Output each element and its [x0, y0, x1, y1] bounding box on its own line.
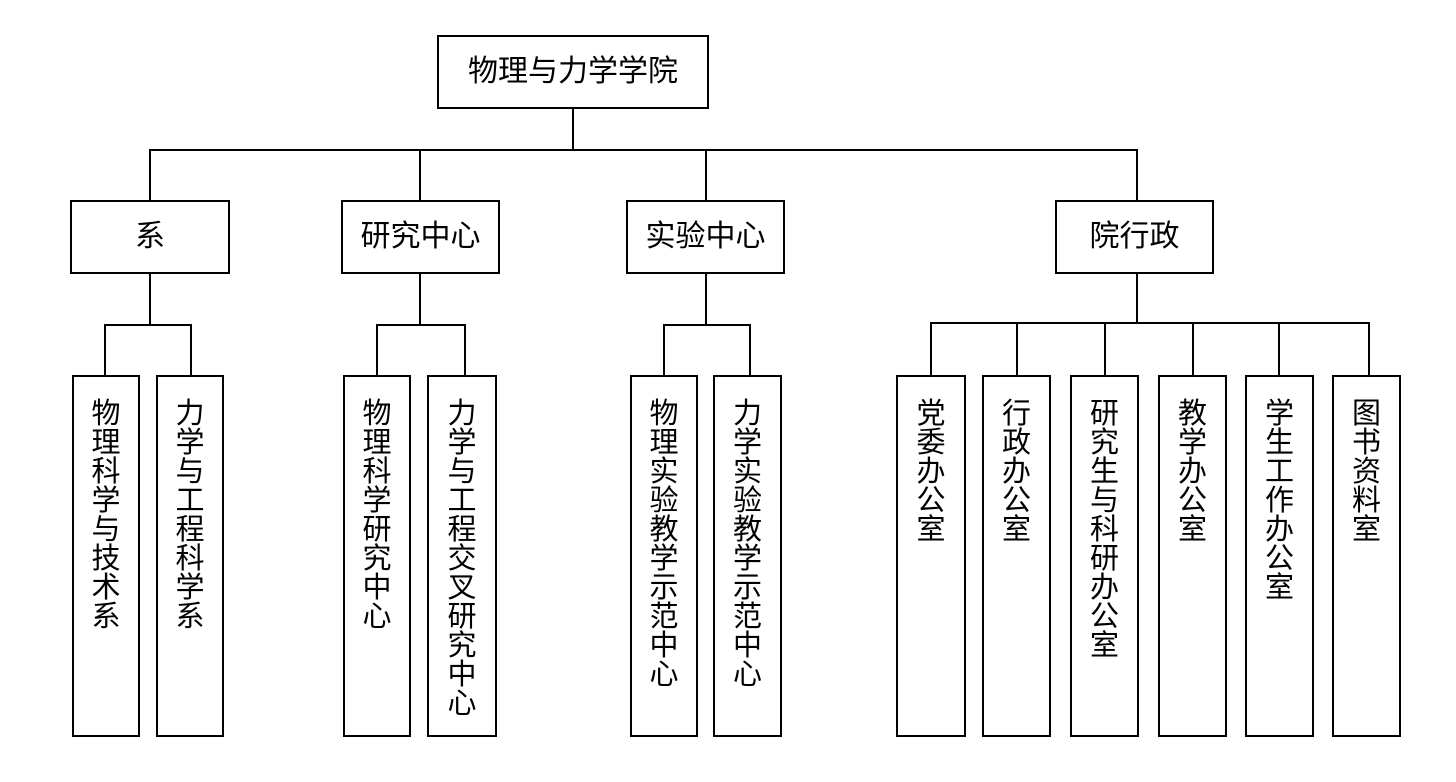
leaf-mechanics-dept: 力学与工程科学系 — [156, 375, 224, 737]
leaf-label: 力学与工程交叉研究中心 — [447, 396, 477, 720]
dept-group-label: 系 — [135, 219, 165, 254]
administration-group-box: 院行政 — [1055, 200, 1214, 274]
leaf-teaching-office: 教学办公室 — [1158, 375, 1227, 737]
org-root-box: 物理与力学学院 — [437, 35, 709, 109]
org-root-label: 物理与力学学院 — [468, 54, 678, 89]
leaf-physics-lab-center: 物理实验教学示范中心 — [630, 375, 698, 737]
lab-center-group-label: 实验中心 — [645, 219, 766, 254]
research-center-group-label: 研究中心 — [360, 219, 481, 254]
leaf-label: 力学实验教学示范中心 — [733, 396, 763, 691]
leaf-party-office: 党委办公室 — [896, 375, 966, 737]
leaf-mechanics-lab-center: 力学实验教学示范中心 — [713, 375, 782, 737]
leaf-mechanics-research-center: 力学与工程交叉研究中心 — [427, 375, 497, 737]
administration-group-label: 院行政 — [1089, 219, 1180, 254]
leaf-library-room: 图书资料室 — [1332, 375, 1401, 737]
leaf-physics-dept: 物理科学与技术系 — [72, 375, 140, 737]
lab-center-group-box: 实验中心 — [626, 200, 785, 274]
leaf-label: 物理科学与技术系 — [91, 396, 121, 633]
leaf-graduate-research-office: 研究生与科研办公室 — [1070, 375, 1139, 737]
leaf-label: 教学办公室 — [1178, 396, 1208, 546]
leaf-label: 物理科学研究中心 — [362, 396, 392, 633]
leaf-label: 力学与工程科学系 — [175, 396, 205, 633]
leaf-physics-research-center: 物理科学研究中心 — [343, 375, 411, 737]
leaf-label: 图书资料室 — [1352, 396, 1382, 546]
research-center-group-box: 研究中心 — [341, 200, 500, 274]
leaf-label: 行政办公室 — [1002, 396, 1032, 546]
leaf-label: 物理实验教学示范中心 — [649, 396, 679, 691]
leaf-student-affairs-office: 学生工作办公室 — [1245, 375, 1314, 737]
leaf-admin-office: 行政办公室 — [982, 375, 1051, 737]
leaf-label: 党委办公室 — [916, 396, 946, 546]
dept-group-box: 系 — [70, 200, 230, 274]
leaf-label: 研究生与科研办公室 — [1090, 396, 1120, 662]
leaf-label: 学生工作办公室 — [1265, 396, 1295, 604]
